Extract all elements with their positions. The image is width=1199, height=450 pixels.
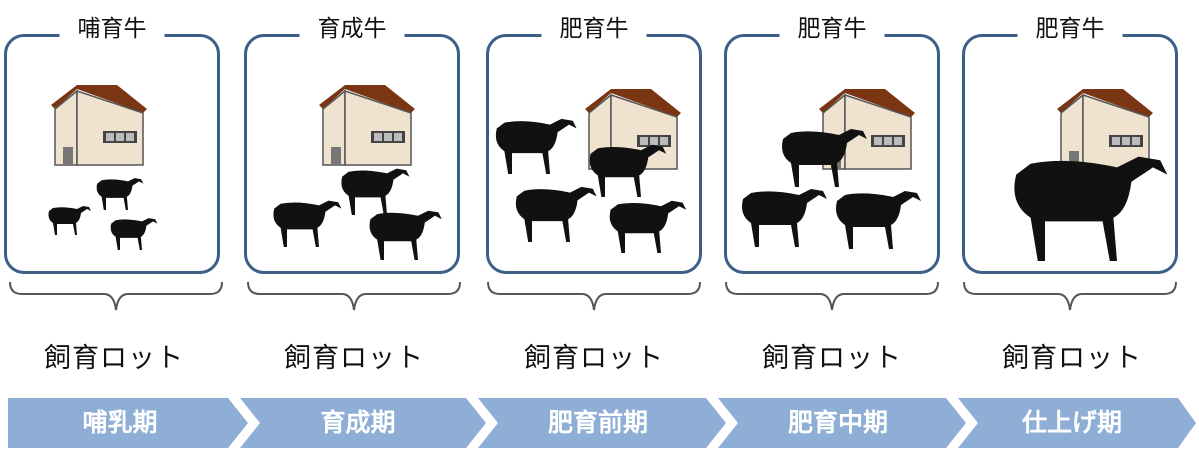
stage-card-2: 育成牛 bbox=[244, 9, 460, 274]
group-brace bbox=[725, 281, 939, 311]
timeline-label: 仕上げ期 bbox=[1021, 408, 1122, 437]
barn-with-calves-illustration bbox=[48, 84, 158, 250]
group-brace bbox=[487, 281, 701, 311]
barn-with-heifers-illustration bbox=[273, 84, 442, 260]
timeline-label: 肥育中期 bbox=[787, 408, 888, 437]
lot-label: 飼育ロット bbox=[762, 343, 902, 374]
lot-label: 飼育ロット bbox=[284, 343, 424, 374]
barn-with-fattening-cattle-illustration bbox=[495, 88, 687, 253]
stage-card-4: 肥育牛 bbox=[724, 9, 940, 274]
group-brace bbox=[247, 281, 461, 311]
timeline-label: 育成期 bbox=[320, 408, 396, 437]
stage-card-1: 哺育牛 bbox=[4, 9, 220, 274]
lot-label: 飼育ロット bbox=[524, 343, 664, 374]
stage-card-title: 育成牛 bbox=[299, 9, 405, 49]
lot-label: 飼育ロット bbox=[44, 343, 184, 374]
stage-card-title: 哺育牛 bbox=[59, 9, 165, 49]
group-brace bbox=[9, 281, 223, 311]
barn-with-finished-cow-illustration bbox=[1014, 88, 1168, 261]
lot-label: 飼育ロット bbox=[1002, 343, 1142, 374]
stage-card-title: 肥育牛 bbox=[541, 9, 647, 49]
timeline-label: 哺乳期 bbox=[82, 408, 158, 437]
stage-card-3: 肥育牛 bbox=[486, 9, 702, 274]
stage-card-5: 肥育牛 bbox=[962, 9, 1178, 274]
group-brace bbox=[963, 281, 1177, 311]
timeline-label: 肥育前期 bbox=[547, 408, 648, 437]
stage-card-title: 肥育牛 bbox=[1017, 9, 1123, 49]
barn-with-fattening-cattle-illustration bbox=[742, 88, 921, 249]
stage-card-title: 肥育牛 bbox=[779, 9, 885, 49]
